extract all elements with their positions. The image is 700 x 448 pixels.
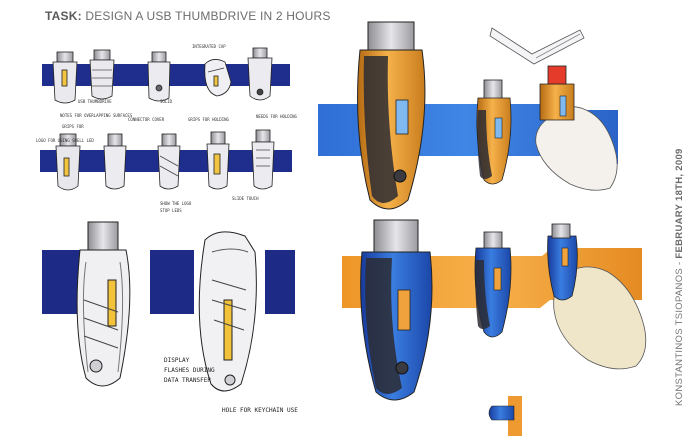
note-integrated-cap: INTEGRATED CAP [192,44,226,49]
note-row2-d: GRIPS FOR HOLDING [188,117,230,122]
drive-sketch-1c [147,51,171,102]
task-title: TASK: DESIGN A USB THUMBDRIVE IN 2 HOURS [45,9,331,23]
sketch-row-1: INTEGRATED CAP USB THUMBDRIVE SOLID NOTE… [42,44,290,118]
task-label: TASK: [45,9,82,23]
render-orange-band [342,219,647,436]
big-sketch: DISPLAY FLASHES DURING DATA TRANSFER HOL… [42,221,298,414]
note-row2-h: SHOW THE LOGO [160,201,192,206]
drive-sketch-2b [103,133,127,190]
usb-connector-detail [489,27,585,65]
render-blue-band [318,21,618,210]
orange-drive-large [357,21,426,210]
orange-drive-small [476,79,512,185]
drive-sketch-1d [204,59,232,97]
drive-sketch-2e [251,129,275,190]
big-drive-left [76,221,131,387]
small-orange-swatch [488,396,522,436]
note-hole: HOLE FOR KEYCHAIN USE [222,407,298,414]
note-display-2: FLASHES DURING [164,367,215,374]
note-row1-a: USB THUMBDRIVE [78,99,112,104]
note-row2-b: CONNECTOR COVER [128,117,165,122]
drive-sketch-1b [89,49,115,100]
note-row2-f: SLIDE TOUCH [232,196,259,201]
note-row2-c: LOGO FOR USING SHELL LED [36,138,94,143]
hand-holding-orange [535,65,618,191]
drive-sketch-2c [157,133,181,190]
drive-sketch-2a [55,133,81,191]
note-row2-a: GRIPS FOR [62,124,84,129]
note-row1-b: SOLID [160,99,173,104]
drive-sketch-1e [247,47,273,101]
note-row1-c: NOTES FOR OVERLAPPING SURFACES [60,113,133,118]
note-display-3: DATA TRANSFER [164,377,211,384]
task-text: DESIGN A USB THUMBDRIVE IN 2 HOURS [85,9,331,23]
big-drive-right [198,231,257,392]
hand-holding-blue [547,223,647,370]
note-display-1: DISPLAY [164,357,190,364]
blue-drive-large [360,219,433,401]
note-row2-g: STOP LEDS [160,208,182,213]
drive-sketch-2d [206,131,230,190]
note-row2-e: NEEDS FOR HOLDING [256,114,298,119]
sketch-row-2: GRIPS FOR CONNECTOR COVER LOGO FOR USING… [36,114,298,213]
drive-sketch-1a [52,51,78,104]
blue-drive-small [474,231,512,338]
